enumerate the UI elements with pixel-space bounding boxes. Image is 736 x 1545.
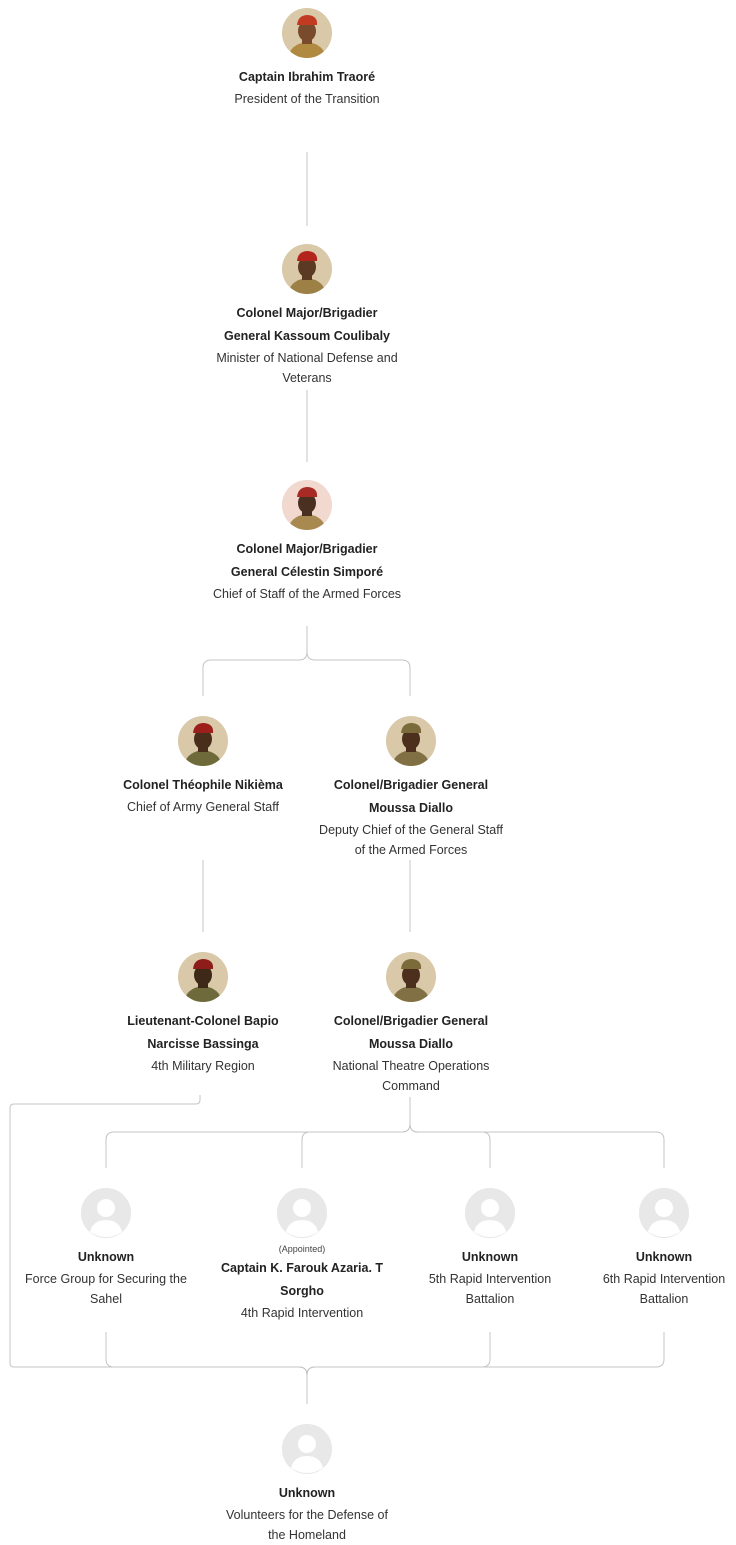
org-node-bassinga: Lieutenant-Colonel Bapio Narcisse Bassin… (108, 952, 298, 1076)
portrait-photo (178, 952, 228, 1002)
connector-line (409, 1123, 491, 1168)
person-role: President of the Transition (234, 92, 380, 106)
portrait-photo (178, 716, 228, 766)
person-placeholder-icon (465, 1188, 515, 1238)
org-node-diallo-deputy: Colonel/Brigadier General Moussa Diallo … (316, 716, 506, 860)
person-placeholder-icon (81, 1188, 131, 1238)
person-name: Unknown (278, 1486, 336, 1500)
avatar (178, 716, 228, 766)
connector-line (105, 1332, 308, 1376)
org-node-unknown-5th: Unknown 5th Rapid Intervention Battalion (405, 1188, 575, 1309)
person-role: Force Group for Securing the Sahel (25, 1272, 187, 1306)
portrait-photo (386, 716, 436, 766)
person-name: Colonel Théophile Nikièma (123, 778, 283, 792)
portrait-photo (282, 480, 332, 530)
avatar (282, 244, 332, 294)
connector-line (306, 1332, 665, 1376)
person-role: Volunteers for the Defense of the Homela… (226, 1508, 388, 1542)
person-role: Chief of Staff of the Armed Forces (212, 587, 402, 601)
org-node-diallo-operations: Colonel/Brigadier General Moussa Diallo … (316, 952, 506, 1096)
person-name: Unknown (635, 1250, 693, 1264)
person-role: 6th Rapid Intervention Battalion (602, 1272, 726, 1306)
person-placeholder-icon (277, 1188, 327, 1238)
person-role: 4th Rapid Intervention (240, 1306, 364, 1320)
person-role: Chief of Army General Staff (127, 800, 279, 814)
person-name: Captain Ibrahim Traoré (238, 70, 376, 84)
person-name: Captain K. Farouk Azaria. T Sorgho (220, 1261, 384, 1298)
avatar (282, 1424, 332, 1474)
person-name: Colonel/Brigadier General Moussa Diallo (333, 1014, 489, 1051)
org-node-traore: Captain Ibrahim Traoré President of the … (212, 8, 402, 109)
person-name: Lieutenant-Colonel Bapio Narcisse Bassin… (127, 1014, 279, 1051)
avatar (465, 1188, 515, 1238)
org-node-coulibaly: Colonel Major/Brigadier General Kassoum … (212, 244, 402, 388)
person-role: 4th Military Region (151, 1059, 255, 1073)
org-node-unknown-6th: Unknown 6th Rapid Intervention Battalion (592, 1188, 736, 1309)
avatar (178, 952, 228, 1002)
connector-line (301, 1123, 411, 1168)
org-node-nikiema: Colonel Théophile Nikièma Chief of Army … (108, 716, 298, 817)
avatar (277, 1188, 327, 1238)
person-role: Deputy Chief of the General Staff of the… (319, 823, 503, 857)
avatar (282, 480, 332, 530)
avatar (282, 8, 332, 58)
connector-line (202, 626, 308, 696)
avatar (386, 716, 436, 766)
person-role: Minister of National Defense and Veteran… (216, 351, 398, 385)
person-role: 5th Rapid Intervention Battalion (428, 1272, 552, 1306)
person-placeholder-icon (282, 1424, 332, 1474)
person-name: Colonel/Brigadier General Moussa Diallo (333, 778, 489, 815)
avatar (639, 1188, 689, 1238)
appointed-note: (Appointed) (278, 1244, 326, 1254)
person-name: Colonel Major/Brigadier General Kassoum … (223, 306, 391, 343)
org-node-unknown-sahel: Unknown Force Group for Securing the Sah… (21, 1188, 191, 1309)
avatar (386, 952, 436, 1002)
portrait-photo (282, 8, 332, 58)
person-role: National Theatre Operations Command (332, 1059, 490, 1093)
org-node-sorgho: (Appointed) Captain K. Farouk Azaria. T … (207, 1188, 397, 1323)
connector-line (409, 1123, 665, 1168)
person-name: Unknown (461, 1250, 519, 1264)
avatar (81, 1188, 131, 1238)
org-node-unknown-volunteers: Unknown Volunteers for the Defense of th… (222, 1424, 392, 1545)
portrait-photo (386, 952, 436, 1002)
org-node-simpore: Colonel Major/Brigadier General Célestin… (212, 480, 402, 604)
connector-line (306, 651, 411, 696)
person-placeholder-icon (639, 1188, 689, 1238)
connector-line (306, 1332, 491, 1376)
person-name: Colonel Major/Brigadier General Célestin… (230, 542, 384, 579)
portrait-photo (282, 244, 332, 294)
person-name: Unknown (77, 1250, 135, 1264)
